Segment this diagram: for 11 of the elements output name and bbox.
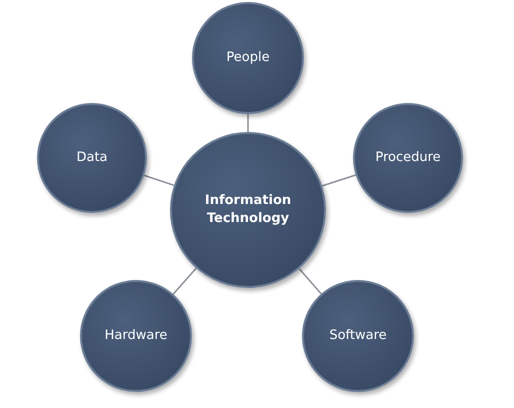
connector-line (172, 268, 197, 295)
node-label: Information Technology (204, 192, 292, 228)
node-label: People (226, 49, 270, 67)
connector-line (322, 174, 356, 187)
node-label: Hardware (104, 327, 168, 345)
node-label: Software (329, 327, 387, 345)
node-label: Data (76, 149, 108, 167)
connector-line (247, 114, 249, 132)
node-label: Procedure (375, 149, 441, 167)
connector-line (144, 174, 174, 186)
connector-line (298, 268, 322, 294)
